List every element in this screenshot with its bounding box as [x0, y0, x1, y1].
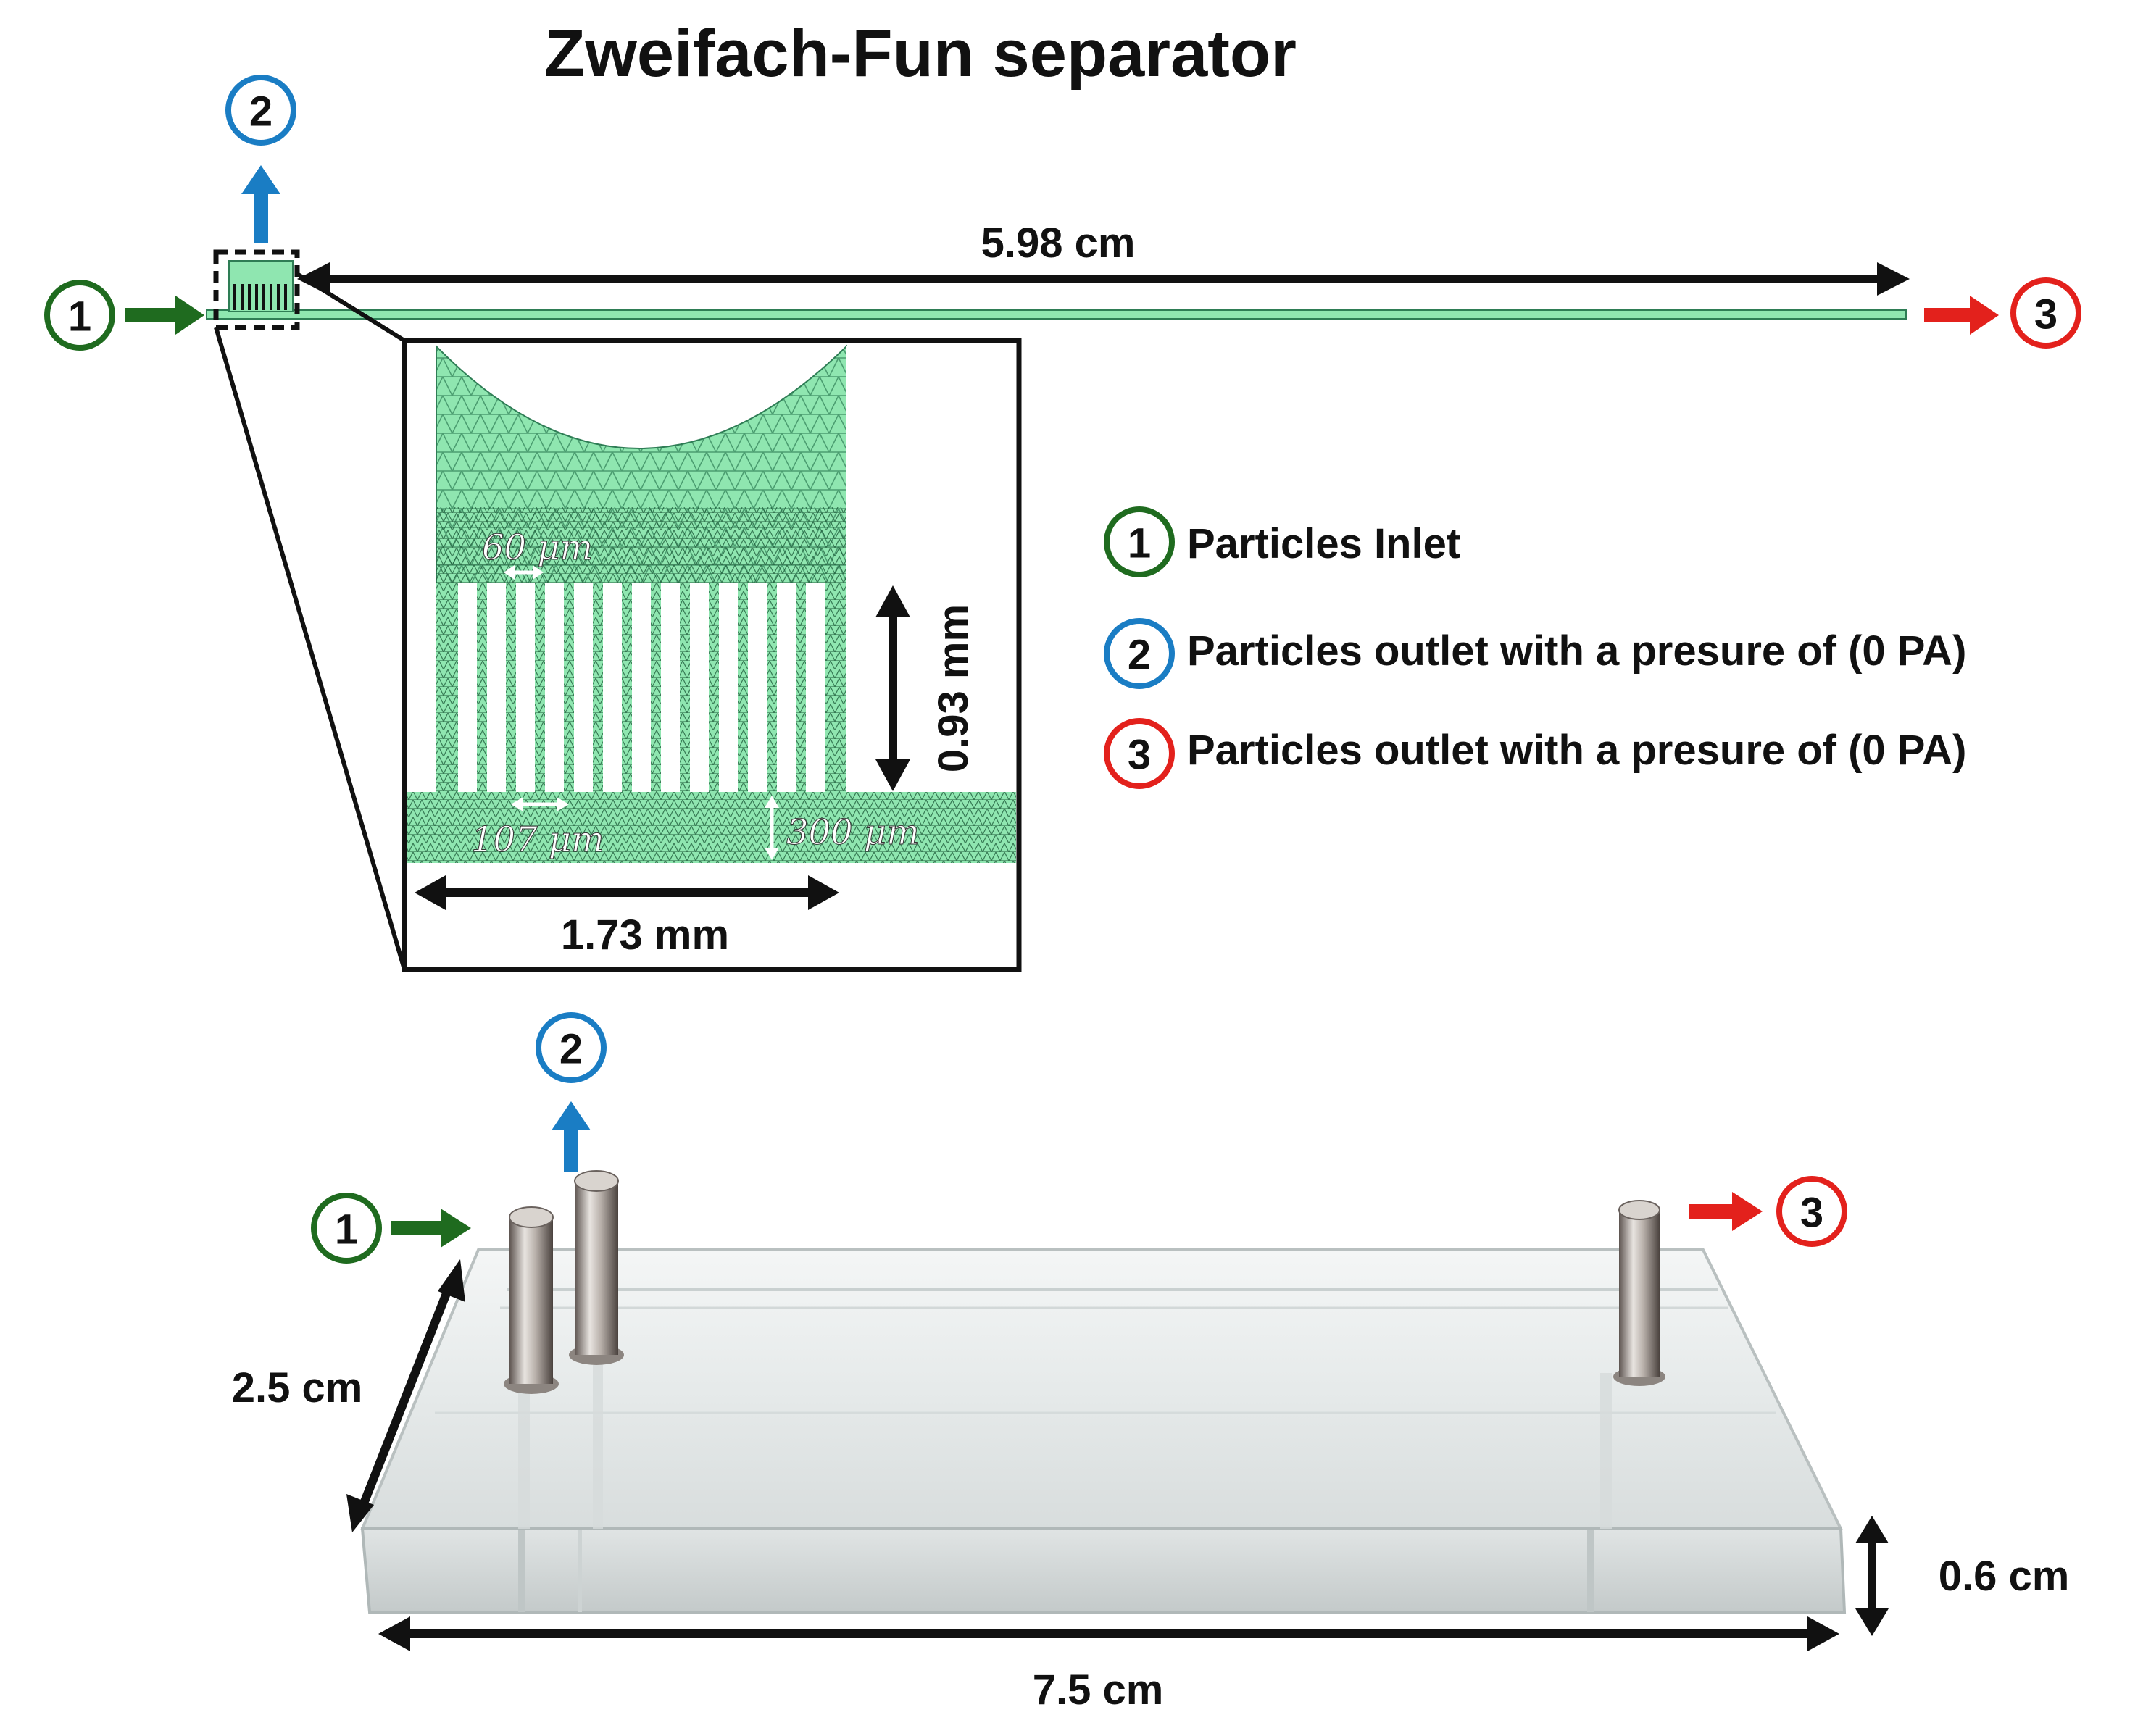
- device-side-outlet-marker-number: 2: [559, 1026, 583, 1073]
- main-outlet-marker-circle: [2010, 277, 2081, 349]
- main-channel: [206, 309, 1907, 320]
- device-width-arrow: [358, 1284, 454, 1509]
- length-arrowhead-right: [1877, 262, 1910, 296]
- zoom-line-left: [214, 327, 407, 970]
- junction-slits: [233, 284, 287, 310]
- svg-text:3: 3: [1128, 732, 1151, 779]
- legend-item-main-outlet: 3 Particles outlet with a presure of (0 …: [1104, 718, 1966, 789]
- slab-front-face: [360, 1527, 1847, 1614]
- device-inlet-arrow: [391, 1209, 471, 1248]
- top-schematic: 5.98 cm 1 2 3: [44, 75, 2081, 970]
- top-length-label: 5.98 cm: [981, 220, 1136, 267]
- gap-label: 60 μm: [482, 527, 593, 568]
- width-label: 1.73 mm: [561, 911, 729, 959]
- side-outlet-pin: [569, 1170, 624, 1365]
- device-side-outlet-marker-circle: [536, 1012, 607, 1083]
- device-main-outlet-marker-number: 3: [1800, 1190, 1823, 1237]
- main-outlet-pin: [1613, 1200, 1665, 1386]
- device-main-outlet-arrow: [1689, 1192, 1763, 1231]
- inlet-marker-number: 1: [68, 293, 91, 341]
- inlet-pin: [504, 1206, 559, 1394]
- legend: 1 Particles Inlet 2 Particles outlet wit…: [1104, 506, 1966, 789]
- channel-width-label: 107 μm: [471, 819, 604, 860]
- device-thickness-label: 0.6 cm: [1939, 1553, 2070, 1600]
- main-outlet-arrow: [1924, 296, 1999, 335]
- inlet-marker-circle: [44, 280, 115, 351]
- inset-mesh-view: 60 μm 0.93 mm 107 μm 300 μm 1.73 mm: [402, 338, 1022, 972]
- svg-text:2: 2: [1128, 632, 1151, 679]
- legend-side-outlet-text: Particles outlet with a presure of (0 PA…: [1187, 627, 1966, 675]
- main-height-label: 300 μm: [786, 812, 920, 853]
- svg-text:1: 1: [1128, 520, 1151, 567]
- device-side-outlet-arrow: [552, 1101, 591, 1172]
- side-outlet-arrow: [241, 165, 280, 243]
- device-width-label: 2.5 cm: [232, 1364, 363, 1411]
- height-label: 0.93 mm: [930, 604, 977, 772]
- junction-region: [228, 260, 294, 312]
- device-inlet-marker-circle: [311, 1193, 382, 1264]
- figure-title: Zweifach-Fun separator: [544, 17, 1297, 91]
- device-main-outlet-marker-circle: [1776, 1176, 1847, 1247]
- length-arrowhead-left: [297, 262, 330, 296]
- inlet-arrow: [125, 296, 204, 335]
- slit-walls: [458, 583, 825, 792]
- main-outlet-marker-number: 3: [2034, 291, 2058, 338]
- zoom-box: [213, 249, 300, 330]
- legend-item-inlet: 1 Particles Inlet: [1104, 506, 1460, 577]
- device-inlet-marker-number: 1: [335, 1206, 358, 1253]
- device-length-label: 7.5 cm: [1033, 1666, 1164, 1714]
- side-outlet-marker-number: 2: [249, 88, 272, 135]
- legend-main-outlet-text: Particles outlet with a presure of (0 PA…: [1187, 727, 1966, 774]
- legend-item-side-outlet: 2 Particles outlet with a presure of (0 …: [1104, 618, 1966, 689]
- device-photo: 1 2 3 2.5 cm 7.5 cm 0.6: [232, 1012, 2070, 1714]
- side-outlet-marker-circle: [225, 75, 296, 146]
- legend-inlet-text: Particles Inlet: [1187, 520, 1460, 567]
